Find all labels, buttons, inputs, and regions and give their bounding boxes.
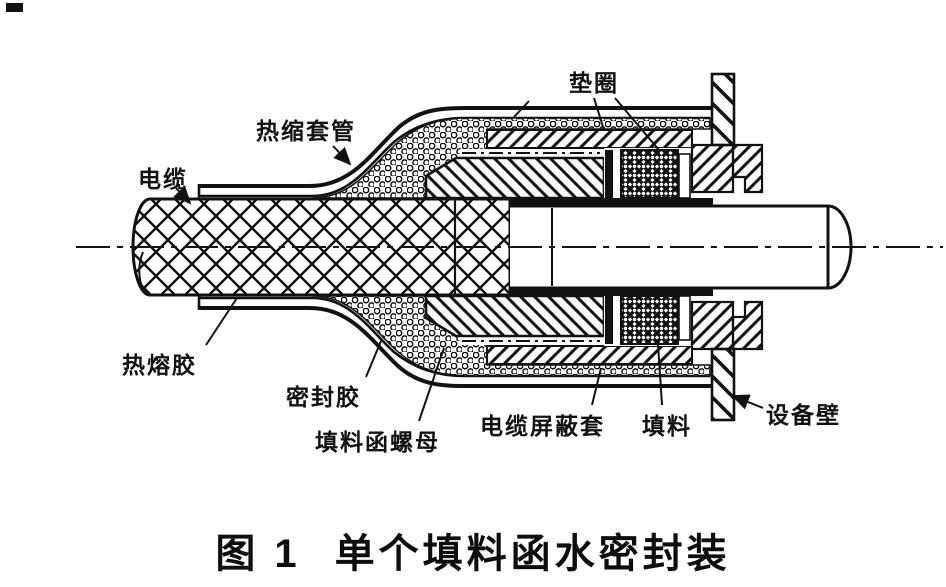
leader-washer-2 xyxy=(614,97,660,151)
leader-cable xyxy=(173,185,192,205)
figure-title: 单个填料函水密封装 xyxy=(334,532,731,576)
leader-packing xyxy=(657,343,663,406)
label-equipment-wall: 设备壁 xyxy=(766,402,841,428)
leader-shield-sleeve xyxy=(591,367,602,406)
leader-sealant xyxy=(365,340,382,378)
packing-block xyxy=(620,149,679,199)
figure-number: 图 1 xyxy=(215,532,301,576)
label-packing: 填料 xyxy=(642,413,692,439)
leader-hot-melt xyxy=(205,297,238,346)
label-hot-melt-adhesive: 热熔胶 xyxy=(122,352,197,378)
label-gland-nut: 填料函螺母 xyxy=(315,429,440,455)
washer-strip xyxy=(486,129,693,365)
leader-gland-nut xyxy=(418,347,445,422)
leader-washer-1 xyxy=(593,97,605,131)
packing-cavity xyxy=(604,148,692,346)
label-heat-shrink-tube: 热缩套管 xyxy=(256,118,356,144)
leader-lines xyxy=(173,97,764,422)
leader-washer-3 xyxy=(513,100,530,118)
packing-block xyxy=(620,295,679,345)
thread-hidden-lines xyxy=(460,149,604,345)
leader-heat-shrink-tube xyxy=(332,145,352,166)
figure-caption: 图 1 单个填料函水密封装 xyxy=(0,521,946,579)
label-cable-shield-sleeve: 电缆屏蔽套 xyxy=(480,413,605,439)
label-washer: 垫圈 xyxy=(569,70,619,96)
label-sealant: 密封胶 xyxy=(286,384,361,410)
equipment-wall xyxy=(710,72,736,422)
leader-equipment-wall xyxy=(731,394,764,410)
label-cable: 电缆 xyxy=(138,166,188,192)
scan-artifact xyxy=(6,3,23,12)
